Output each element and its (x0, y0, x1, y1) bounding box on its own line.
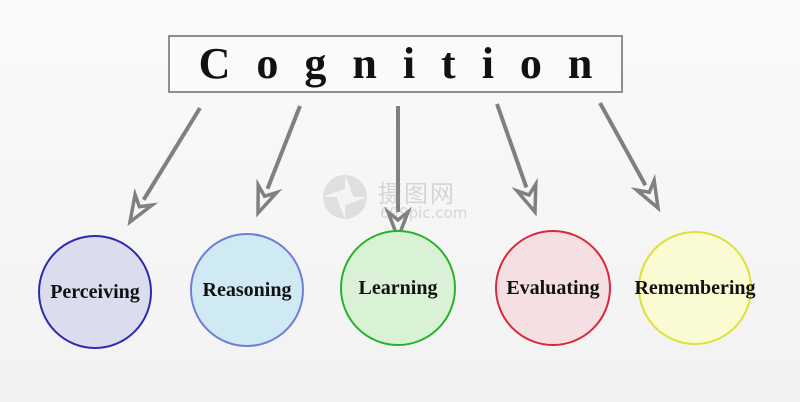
arrow-head-2 (384, 206, 412, 243)
arrow-head-3 (511, 177, 538, 217)
arrow-head-1 (256, 178, 283, 218)
diagram-title: Cognition (198, 39, 619, 88)
camera-aperture-icon (323, 175, 367, 219)
node-remembering: Remembering (634, 231, 756, 345)
arrow-group (127, 102, 661, 243)
arrow-head-0 (127, 187, 159, 227)
node-perceiving: Perceiving (38, 235, 152, 349)
arrow-shaft-3 (495, 103, 529, 189)
watermark: 摄图网 699pic.com (320, 172, 490, 232)
node-label-remembering: Remembering (634, 276, 756, 299)
node-label-learning: Learning (358, 276, 438, 299)
node-reasoning: Reasoning (190, 233, 304, 347)
title-box: Cognition (168, 35, 623, 93)
node-learning: Learning (340, 230, 456, 346)
node-evaluating: Evaluating (495, 230, 611, 346)
watermark-text: 摄图网 (378, 180, 456, 208)
arrow-shaft-4 (598, 102, 648, 187)
arrow-shaft-1 (265, 105, 302, 190)
node-label-evaluating: Evaluating (506, 276, 600, 299)
node-label-reasoning: Reasoning (202, 278, 292, 301)
arrow-head-4 (630, 173, 661, 213)
node-label-perceiving: Perceiving (50, 280, 140, 303)
arrow-shaft-0 (141, 106, 202, 201)
watermark-subtext: 699pic.com (380, 204, 468, 222)
